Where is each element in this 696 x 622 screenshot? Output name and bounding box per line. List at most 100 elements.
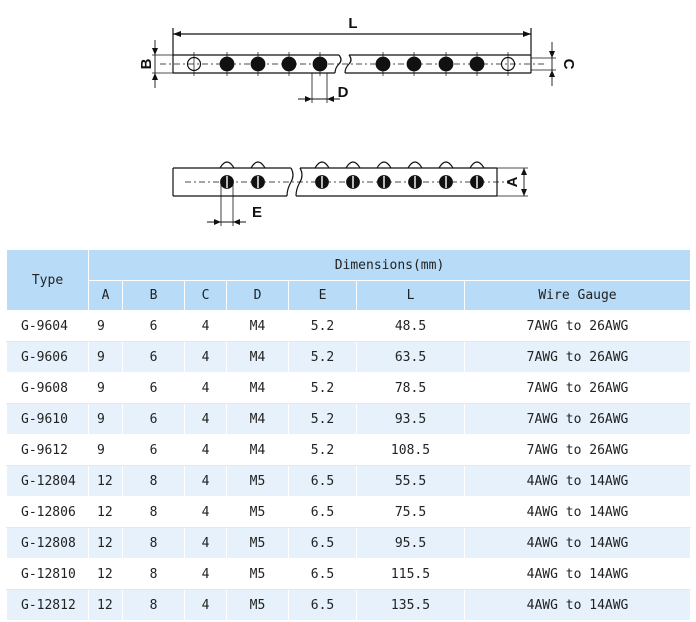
header-dimensions: Dimensions(mm) xyxy=(88,249,691,281)
value-cell: 7AWG to 26AWG xyxy=(464,310,691,342)
value-cell: 6.5 xyxy=(288,496,357,528)
top-view-bar-left xyxy=(172,54,339,74)
type-cell: G-12812 xyxy=(6,589,89,621)
value-cell: 4AWG to 14AWG xyxy=(464,558,691,590)
value-cell: 4 xyxy=(184,341,227,373)
type-cell: G-12808 xyxy=(6,527,89,559)
value-cell: 9 xyxy=(88,403,123,435)
header-type: Type xyxy=(6,249,89,311)
value-cell: M5 xyxy=(226,558,289,590)
value-cell: 6.5 xyxy=(288,465,357,497)
header-col-wire-gauge: Wire Gauge xyxy=(464,280,691,311)
type-cell: G-9610 xyxy=(6,403,89,435)
value-cell: 63.5 xyxy=(356,341,465,373)
type-cell: G-12804 xyxy=(6,465,89,497)
value-cell: M5 xyxy=(226,527,289,559)
value-cell: M4 xyxy=(226,403,289,435)
value-cell: 5.2 xyxy=(288,403,357,435)
label-a: A xyxy=(504,176,521,187)
value-cell: 9 xyxy=(88,372,123,404)
value-cell: 12 xyxy=(88,465,123,497)
value-cell: 48.5 xyxy=(356,310,465,342)
value-cell: 78.5 xyxy=(356,372,465,404)
value-cell: 12 xyxy=(88,558,123,590)
busbar-dimension-drawing: L B C D A E xyxy=(138,15,577,226)
value-cell: 4 xyxy=(184,434,227,466)
value-cell: 4 xyxy=(184,372,227,404)
value-cell: 5.2 xyxy=(288,310,357,342)
value-cell: 6 xyxy=(122,310,185,342)
header-col-d: D xyxy=(226,280,289,311)
value-cell: 8 xyxy=(122,496,185,528)
value-cell: 135.5 xyxy=(356,589,465,621)
value-cell: 12 xyxy=(88,496,123,528)
value-cell: 7AWG to 26AWG xyxy=(464,341,691,373)
value-cell: 9 xyxy=(88,341,123,373)
value-cell: 7AWG to 26AWG xyxy=(464,403,691,435)
value-cell: 4 xyxy=(184,558,227,590)
type-cell: G-12806 xyxy=(6,496,89,528)
value-cell: 6 xyxy=(122,434,185,466)
value-cell: 5.2 xyxy=(288,372,357,404)
value-cell: 12 xyxy=(88,527,123,559)
value-cell: 7AWG to 26AWG xyxy=(464,372,691,404)
value-cell: 95.5 xyxy=(356,527,465,559)
value-cell: M4 xyxy=(226,341,289,373)
value-cell: M5 xyxy=(226,465,289,497)
type-cell: G-12810 xyxy=(6,558,89,590)
type-cell: G-9604 xyxy=(6,310,89,342)
value-cell: 75.5 xyxy=(356,496,465,528)
value-cell: 8 xyxy=(122,589,185,621)
value-cell: 6.5 xyxy=(288,589,357,621)
value-cell: M4 xyxy=(226,372,289,404)
value-cell: 6 xyxy=(122,372,185,404)
value-cell: 9 xyxy=(88,434,123,466)
value-cell: 55.5 xyxy=(356,465,465,497)
value-cell: 4 xyxy=(184,310,227,342)
value-cell: 7AWG to 26AWG xyxy=(464,434,691,466)
value-cell: 9 xyxy=(88,310,123,342)
value-cell: 93.5 xyxy=(356,403,465,435)
value-cell: 4 xyxy=(184,403,227,435)
type-cell: G-9612 xyxy=(6,434,89,466)
header-col-l: L xyxy=(356,280,465,311)
type-cell: G-9608 xyxy=(6,372,89,404)
value-cell: 6 xyxy=(122,341,185,373)
label-b: B xyxy=(138,58,155,69)
value-cell: M4 xyxy=(226,310,289,342)
value-cell: 8 xyxy=(122,527,185,559)
side-view-bar-left xyxy=(172,167,291,197)
value-cell: 12 xyxy=(88,589,123,621)
value-cell: 5.2 xyxy=(288,341,357,373)
label-d: D xyxy=(338,84,349,101)
value-cell: 4AWG to 14AWG xyxy=(464,527,691,559)
value-cell: M4 xyxy=(226,434,289,466)
value-cell: 4 xyxy=(184,527,227,559)
value-cell: 4 xyxy=(184,465,227,497)
header-col-b: B xyxy=(122,280,185,311)
value-cell: 115.5 xyxy=(356,558,465,590)
label-c: C xyxy=(560,59,577,70)
value-cell: M5 xyxy=(226,496,289,528)
value-cell: 4 xyxy=(184,496,227,528)
header-col-e: E xyxy=(288,280,357,311)
type-cell: G-9606 xyxy=(6,341,89,373)
label-l: L xyxy=(348,15,357,32)
header-col-c: C xyxy=(184,280,227,311)
label-e: E xyxy=(252,204,262,221)
header-col-a: A xyxy=(88,280,123,311)
value-cell: 108.5 xyxy=(356,434,465,466)
value-cell: 6 xyxy=(122,403,185,435)
